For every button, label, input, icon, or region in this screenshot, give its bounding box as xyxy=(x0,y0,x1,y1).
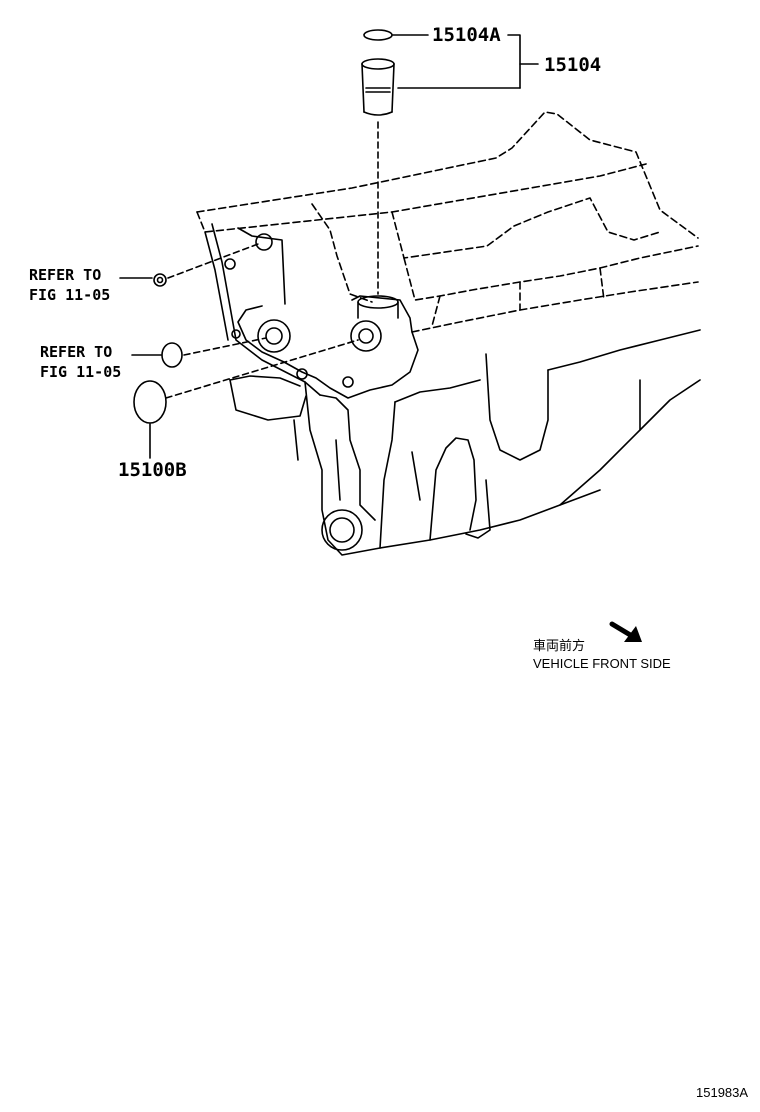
part-label-15104: 15104 xyxy=(544,54,602,76)
o-ring-15100B xyxy=(133,380,167,424)
reference-1-line2: FIG 11-05 xyxy=(29,286,111,304)
drain-boss xyxy=(321,509,363,551)
strainer-mount-bosses xyxy=(224,233,419,399)
part-label-15100B: 15100B xyxy=(118,459,187,481)
oil-pan-outline xyxy=(196,111,699,333)
install-path-o-ring xyxy=(183,337,267,356)
o-ring-ref-fig-11-05 xyxy=(161,342,183,368)
vehicle-front-note-en: VEHICLE FRONT SIDE xyxy=(533,656,671,671)
reference-1-line1: REFER TO xyxy=(29,266,102,284)
reference-label-2: REFER TO FIG 11-05 xyxy=(40,342,121,382)
vehicle-front-note-jp: 車両前方 xyxy=(533,638,586,653)
washer-ref-fig-11-05 xyxy=(153,273,167,287)
part-label-15104A: 15104A xyxy=(432,24,501,46)
leader-bracket-15104 xyxy=(507,34,521,89)
vehicle-front-arrow-icon xyxy=(609,621,642,642)
reference-2-line2: FIG 11-05 xyxy=(40,363,122,381)
reference-label-1: REFER TO FIG 11-05 xyxy=(29,265,110,305)
reference-2-line1: REFER TO xyxy=(40,343,113,361)
figure-id: 151983A xyxy=(696,1085,749,1100)
strainer-element-15104 xyxy=(361,58,395,116)
install-path-15100B xyxy=(165,339,359,399)
o-ring-15104A xyxy=(363,29,393,41)
oil-pan-lower-sump xyxy=(204,223,701,556)
vehicle-front-side-note: 車両前方 VEHICLE FRONT SIDE xyxy=(533,637,671,673)
install-path-washer xyxy=(167,243,259,279)
